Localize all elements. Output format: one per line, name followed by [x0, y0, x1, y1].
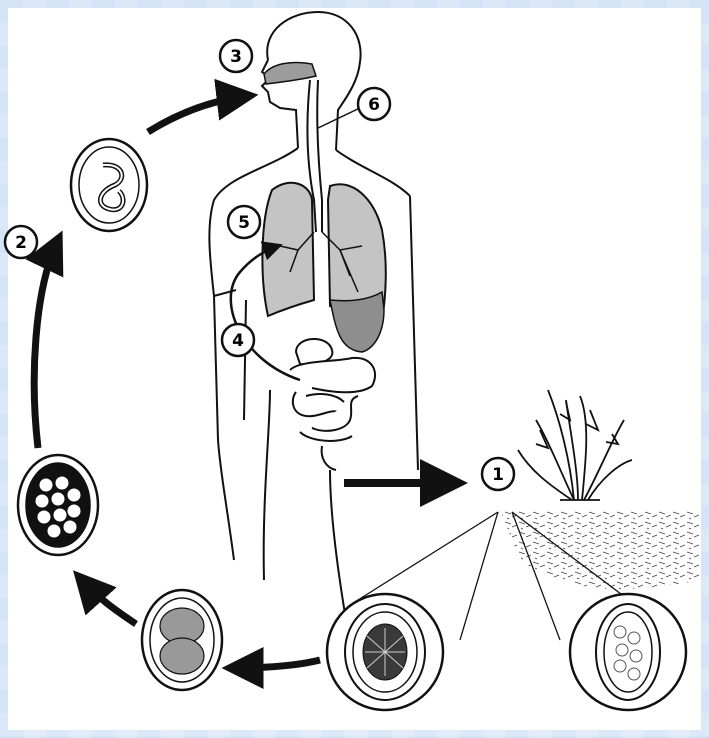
- label-6-text: 6: [368, 95, 380, 115]
- label-4-text: 4: [232, 331, 244, 351]
- label-3-text: 3: [230, 47, 242, 67]
- label-2-text: 2: [15, 233, 27, 253]
- magnified-egg-right: [570, 594, 686, 710]
- label-1: 1: [482, 458, 514, 490]
- label-6: 6: [358, 88, 390, 120]
- egg-two-cell: [142, 590, 222, 690]
- label-5-text: 5: [238, 213, 250, 233]
- label-3: 3: [220, 40, 252, 72]
- label-1-text: 1: [492, 465, 504, 485]
- label-2: 2: [5, 226, 37, 258]
- label-4: 4: [222, 324, 254, 356]
- magnified-egg-left: [327, 594, 443, 710]
- label-5: 5: [228, 206, 260, 238]
- egg-multi-cell: [18, 455, 98, 555]
- egg-embryonated-larva: [71, 139, 147, 231]
